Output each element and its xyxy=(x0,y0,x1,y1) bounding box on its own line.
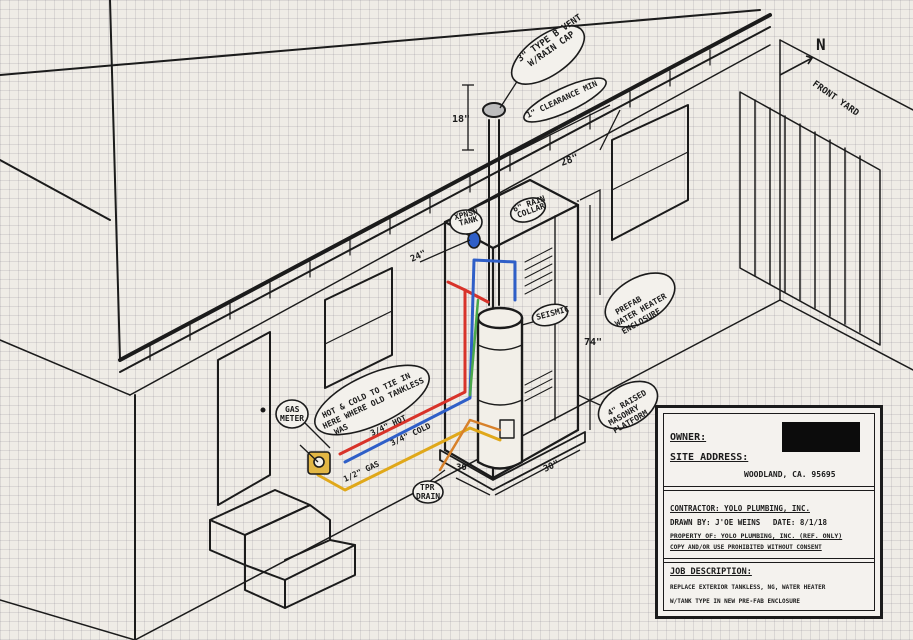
dim-24: 24" xyxy=(409,249,428,265)
job-line-2: W/TANK TYPE IN NEW PRE-FAB ENCLOSURE xyxy=(670,598,801,605)
divider-1 xyxy=(664,486,874,487)
contractor: CONTRACTOR: YOLO PLUMBING, INC. xyxy=(670,504,810,513)
gas-meter-callout xyxy=(275,399,309,429)
gas-pipe xyxy=(316,426,502,492)
rain-collar-callout xyxy=(509,197,547,223)
cold-pipe xyxy=(343,258,517,464)
door xyxy=(217,331,271,506)
gutter xyxy=(118,13,772,362)
vent-pipe xyxy=(488,119,500,306)
gas-meter xyxy=(307,451,331,475)
divider-4 xyxy=(664,562,874,563)
divider-3 xyxy=(664,558,874,559)
gas-pipe-label: 1/2" GAS xyxy=(342,459,381,484)
window-right xyxy=(611,104,689,241)
tie-in-callout xyxy=(314,364,430,436)
dim-30-a: 30" xyxy=(456,463,472,473)
title-block-frame: OWNER: SITE ADDRESS: WOODLAND, CA. 95695… xyxy=(663,413,875,611)
tpr-pipe xyxy=(438,418,502,472)
water-heater xyxy=(476,306,524,470)
site-row: SITE ADDRESS: xyxy=(670,452,868,463)
owner-label: OWNER: xyxy=(670,432,707,443)
platform-callout xyxy=(597,380,659,430)
job-label: JOB DESCRIPTION: xyxy=(670,567,752,577)
date: DATE: 8/1/18 xyxy=(772,518,828,527)
vent-callout xyxy=(510,25,586,85)
rain-cap xyxy=(482,102,506,118)
site-city: WOODLAND, CA. 95695 xyxy=(744,470,836,479)
north-label: N xyxy=(816,35,826,54)
platform xyxy=(439,431,586,491)
front-yard-label: FRONT YARD xyxy=(810,79,861,119)
owner-row: OWNER: xyxy=(670,432,868,443)
divider-2 xyxy=(664,490,874,491)
hot-pipe xyxy=(338,280,490,456)
seismic-callout xyxy=(531,303,569,327)
green-line xyxy=(468,298,480,397)
clearance-callout xyxy=(523,77,607,123)
title-block: OWNER: SITE ADDRESS: WOODLAND, CA. 95695… xyxy=(655,405,883,619)
property-note: PROPERTY OF: YOLO PLUMBING, INC. (REF. O… xyxy=(670,532,843,540)
window-left xyxy=(324,267,393,389)
job-line-1: REPLACE EXTERIOR TANKLESS, NG, WATER HEA… xyxy=(670,584,826,591)
site-label: SITE ADDRESS: xyxy=(670,452,749,463)
eave-top xyxy=(109,0,121,361)
dim-18: 18" xyxy=(452,114,470,125)
tpr-callout xyxy=(412,480,444,504)
copy-note: COPY AND/OR USE PROHIBITED WITHOUT CONSE… xyxy=(670,544,822,551)
roof-edge xyxy=(0,9,761,76)
tpr-label: TPR DRAIN xyxy=(416,483,440,501)
fence xyxy=(739,91,881,346)
redaction-block xyxy=(782,422,860,452)
left-wall-edge xyxy=(0,159,111,221)
rafter-tails xyxy=(149,49,711,361)
drawn-by: DRAWN BY: J'OE WEINS xyxy=(670,518,761,527)
expansion-callout xyxy=(449,209,483,235)
drawn-by-row: DRAWN BY: J'OE WEINS DATE: 8/1/18 xyxy=(670,518,868,527)
steps xyxy=(209,489,356,609)
gas-meter-label: GAS METER xyxy=(280,405,304,423)
dim-28: 28" xyxy=(559,152,580,169)
dim-74: 74" xyxy=(584,337,602,348)
prefab-callout xyxy=(604,272,676,328)
